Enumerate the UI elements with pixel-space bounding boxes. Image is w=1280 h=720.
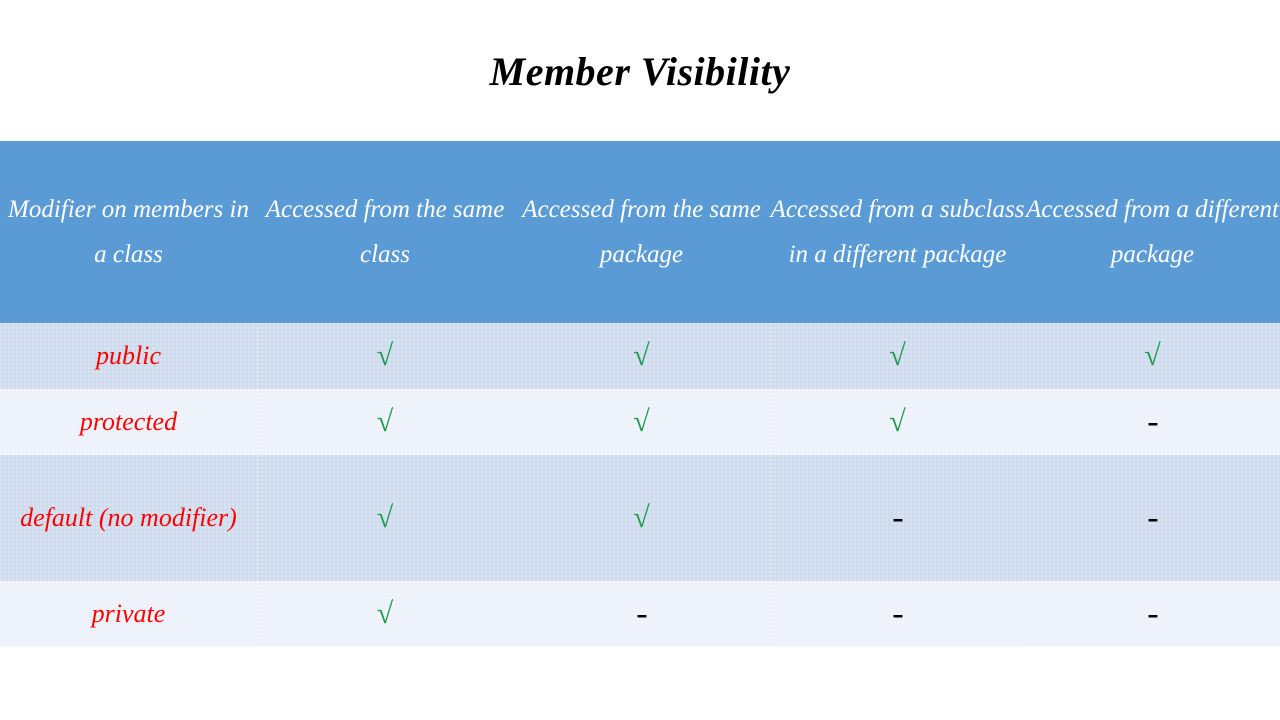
column-header-subclass-different-package: Accessed from a subclass in a different … bbox=[770, 141, 1025, 323]
cell-same-class: √ bbox=[257, 581, 513, 647]
cell-same-package: - bbox=[513, 581, 770, 647]
row-modifier-cell: protected bbox=[0, 389, 257, 455]
cell-different-package: - bbox=[1025, 581, 1280, 647]
dash-icon: - bbox=[635, 597, 648, 630]
modifier-label: public bbox=[96, 341, 161, 370]
cell-different-package: √ bbox=[1025, 323, 1280, 389]
page-title: Member Visibility bbox=[489, 49, 791, 94]
table-row: default (no modifier) √ √ - - bbox=[0, 455, 1280, 581]
cell-same-package: √ bbox=[513, 323, 770, 389]
check-icon: √ bbox=[633, 405, 650, 438]
cell-same-package: √ bbox=[513, 389, 770, 455]
cell-same-class: √ bbox=[257, 323, 513, 389]
table-header-row: Modifier on members in a class Accessed … bbox=[0, 141, 1280, 323]
dash-icon: - bbox=[891, 597, 904, 630]
column-header-label: Modifier on members in a class bbox=[8, 196, 249, 268]
check-icon: √ bbox=[889, 405, 906, 438]
column-header-different-package: Accessed from a different package bbox=[1025, 141, 1280, 323]
row-modifier-cell: private bbox=[0, 581, 257, 647]
check-icon: √ bbox=[376, 501, 394, 534]
cell-subclass-different-package: √ bbox=[770, 323, 1025, 389]
dash-icon: - bbox=[1146, 405, 1159, 438]
cell-different-package: - bbox=[1025, 389, 1280, 455]
cell-subclass-different-package: - bbox=[770, 581, 1025, 647]
modifier-label: private bbox=[91, 599, 166, 628]
check-icon: √ bbox=[376, 405, 394, 438]
column-header-same-class: Accessed from the same class bbox=[257, 141, 513, 323]
column-header-label: Accessed from the same package bbox=[522, 196, 761, 268]
cell-same-class: √ bbox=[257, 455, 513, 581]
check-icon: √ bbox=[889, 339, 906, 372]
column-header-same-package: Accessed from the same package bbox=[513, 141, 770, 323]
table-row: public √ √ √ √ bbox=[0, 323, 1280, 389]
column-header-modifier: Modifier on members in a class bbox=[0, 141, 257, 323]
row-modifier-cell: public bbox=[0, 323, 257, 389]
dash-icon: - bbox=[1146, 501, 1159, 534]
check-icon: √ bbox=[633, 339, 650, 372]
modifier-label: default (no modifier) bbox=[20, 503, 237, 532]
cell-subclass-different-package: √ bbox=[770, 389, 1025, 455]
column-header-label: Accessed from the same class bbox=[265, 196, 505, 268]
column-header-label: Accessed from a different package bbox=[1026, 196, 1279, 268]
table-row: private √ - - - bbox=[0, 581, 1280, 647]
dash-icon: - bbox=[1146, 597, 1159, 630]
cell-subclass-different-package: - bbox=[770, 455, 1025, 581]
column-header-label: Accessed from a subclass in a different … bbox=[770, 196, 1025, 268]
cell-same-package: √ bbox=[513, 455, 770, 581]
check-icon: √ bbox=[376, 339, 394, 372]
row-modifier-cell: default (no modifier) bbox=[0, 455, 257, 581]
cell-same-class: √ bbox=[257, 389, 513, 455]
check-icon: √ bbox=[633, 501, 650, 534]
modifier-label: protected bbox=[79, 407, 178, 436]
check-icon: √ bbox=[376, 597, 394, 630]
cell-different-package: - bbox=[1025, 455, 1280, 581]
member-visibility-table: Modifier on members in a class Accessed … bbox=[0, 141, 1280, 647]
check-icon: √ bbox=[1144, 339, 1161, 372]
dash-icon: - bbox=[891, 501, 904, 534]
table-row: protected √ √ √ - bbox=[0, 389, 1280, 455]
